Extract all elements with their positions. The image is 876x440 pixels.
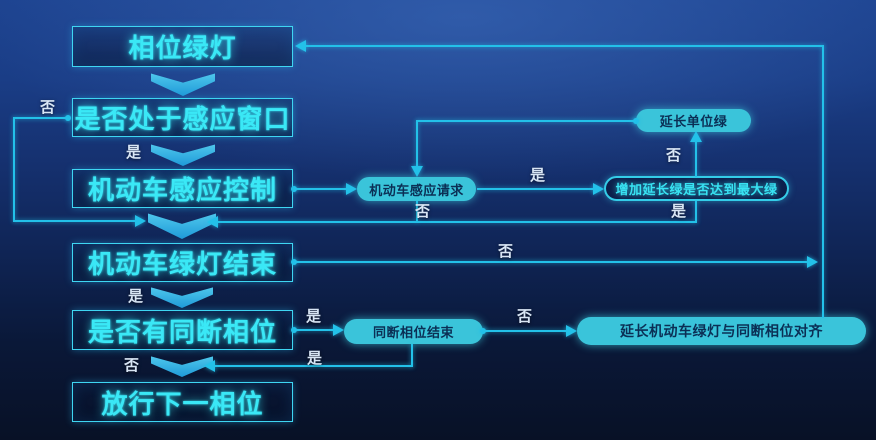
junction-dot — [480, 328, 486, 334]
connector-request-no-drop — [416, 201, 418, 222]
edge-label-yes-maxgreen: 是 — [671, 202, 687, 220]
edge-label-yes-sensing-window: 是 — [126, 143, 142, 161]
arrow-right-icon — [333, 324, 344, 336]
node-actuated-control: 机动车感应控制 — [72, 169, 293, 208]
node-green-end: 机动车绿灯结束 — [72, 243, 293, 282]
edge-label-yes-concend: 是 — [307, 349, 323, 367]
pill-actuation-request: 机动车感应请求 — [357, 177, 476, 201]
connector-request-maxgreen — [477, 188, 595, 190]
connector-greenend-no — [295, 261, 808, 263]
edge-label-no-concurrent: 否 — [124, 356, 140, 374]
flow-arrow-down-icon — [148, 213, 216, 239]
edge-label-yes-concurrent: 是 — [306, 307, 322, 325]
edge-label-no-request: 否 — [415, 202, 431, 220]
arrow-down-icon — [411, 166, 423, 177]
flow-arrow-down-icon — [151, 73, 215, 96]
connector-no-loop-left — [13, 117, 15, 222]
arrow-right-icon — [135, 215, 146, 227]
connector-concend-yes-v — [411, 344, 413, 367]
connector-junction-line — [217, 221, 697, 223]
arrow-left-icon — [295, 40, 306, 52]
arrow-right-icon — [566, 325, 577, 337]
connector-concend-no — [484, 330, 568, 332]
edge-label-no-sensing-window: 否 — [40, 98, 56, 116]
connector-unitgreen-loop-v — [416, 120, 418, 167]
pill-align-extension: 延长机动车绿灯与同断相位对齐 — [577, 317, 866, 345]
pill-max-green-check: 增加延长绿是否达到最大绿 — [604, 176, 789, 201]
node-concurrent-phase: 是否有同断相位 — [72, 310, 293, 350]
arrow-left-icon — [204, 360, 215, 372]
arrow-right-icon — [807, 256, 818, 268]
edge-label-no-greenend: 否 — [498, 242, 514, 260]
junction-dot — [291, 259, 297, 265]
junction-dot — [65, 115, 71, 121]
arrow-up-icon — [690, 131, 702, 142]
connector-no-loop-bottom — [14, 220, 136, 222]
pill-extend-unit-green: 延长单位绿 — [636, 109, 751, 132]
connector-maxgreen-yes-drop — [695, 201, 697, 222]
node-phase-green: 相位绿灯 — [72, 26, 293, 67]
connector-unitgreen-loop-h — [417, 120, 636, 122]
connector-return-top — [297, 45, 824, 47]
connector-maxgreen-unitgreen — [695, 141, 697, 177]
node-next-phase: 放行下一相位 — [72, 382, 293, 422]
connector-return-right — [822, 45, 824, 318]
edge-label-no-maxgreen: 否 — [666, 146, 682, 164]
connector-concurrent-yes — [295, 329, 335, 331]
arrow-left-icon — [207, 216, 218, 228]
flow-arrow-down-icon — [151, 144, 215, 166]
junction-dot — [633, 118, 639, 124]
connector-concend-yes-h — [214, 365, 413, 367]
junction-dot — [291, 327, 297, 333]
connector-no-loop-top — [14, 117, 68, 119]
edge-label-yes-request: 是 — [530, 166, 546, 184]
connector-control-request — [295, 188, 348, 190]
arrow-right-icon — [346, 183, 357, 195]
arrow-right-icon — [593, 183, 604, 195]
flow-arrow-down-icon — [151, 287, 213, 308]
edge-label-yes-greenend: 是 — [128, 287, 144, 305]
node-sensing-window: 是否处于感应窗口 — [72, 98, 293, 137]
junction-dot — [291, 186, 297, 192]
pill-concurrent-phase-end: 同断相位结束 — [344, 319, 483, 344]
edge-label-no-concend: 否 — [517, 307, 533, 325]
